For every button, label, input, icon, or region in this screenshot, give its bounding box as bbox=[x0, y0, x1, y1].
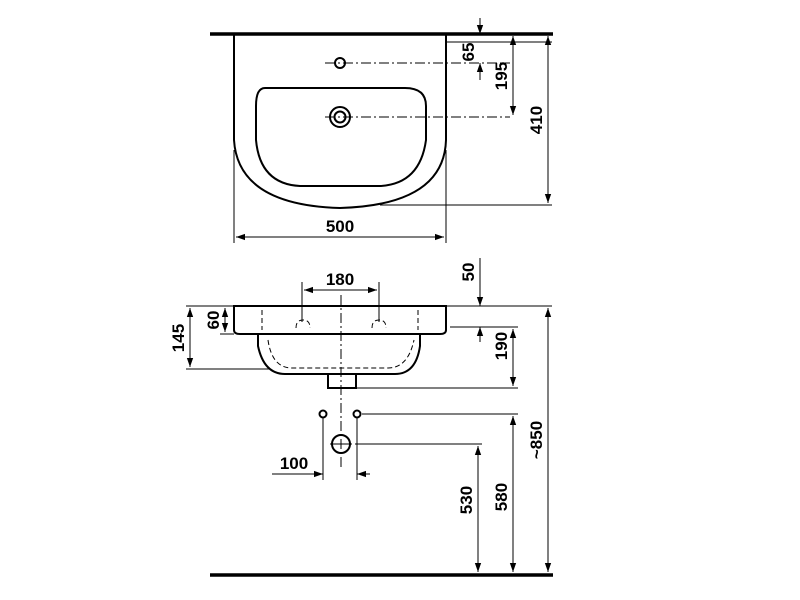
dim-195-label: 195 bbox=[492, 62, 511, 90]
dim-65-label: 65 bbox=[459, 43, 478, 62]
dim-850-label: ~850 bbox=[527, 421, 546, 459]
basin-outline-top bbox=[233, 35, 447, 210]
tap-hole-left bbox=[295, 319, 311, 329]
basin-rim-front bbox=[233, 305, 447, 335]
supply-valve-left bbox=[318, 409, 328, 419]
siphon-stub bbox=[327, 374, 357, 389]
dim-145-label: 145 bbox=[169, 324, 188, 352]
dim-500-label: 500 bbox=[326, 217, 354, 236]
bowl-inner-top bbox=[255, 87, 427, 187]
bowl-hidden-line bbox=[261, 310, 419, 369]
dim-180-label: 180 bbox=[326, 270, 354, 289]
dim-60-label: 60 bbox=[204, 311, 223, 330]
dim-580-label: 580 bbox=[492, 483, 511, 511]
top-view: 65 195 410 500 bbox=[210, 18, 553, 243]
front-view: 180 50 190 ~850 60 145 bbox=[169, 258, 553, 577]
dim-190-label: 190 bbox=[492, 332, 511, 360]
dim-100-label: 100 bbox=[280, 454, 308, 473]
supply-valve-right bbox=[352, 409, 362, 419]
dim-50-label: 50 bbox=[459, 263, 478, 282]
dim-410-label: 410 bbox=[527, 106, 546, 134]
basin-bowl-front bbox=[257, 334, 421, 375]
dim-530-label: 530 bbox=[457, 486, 476, 514]
